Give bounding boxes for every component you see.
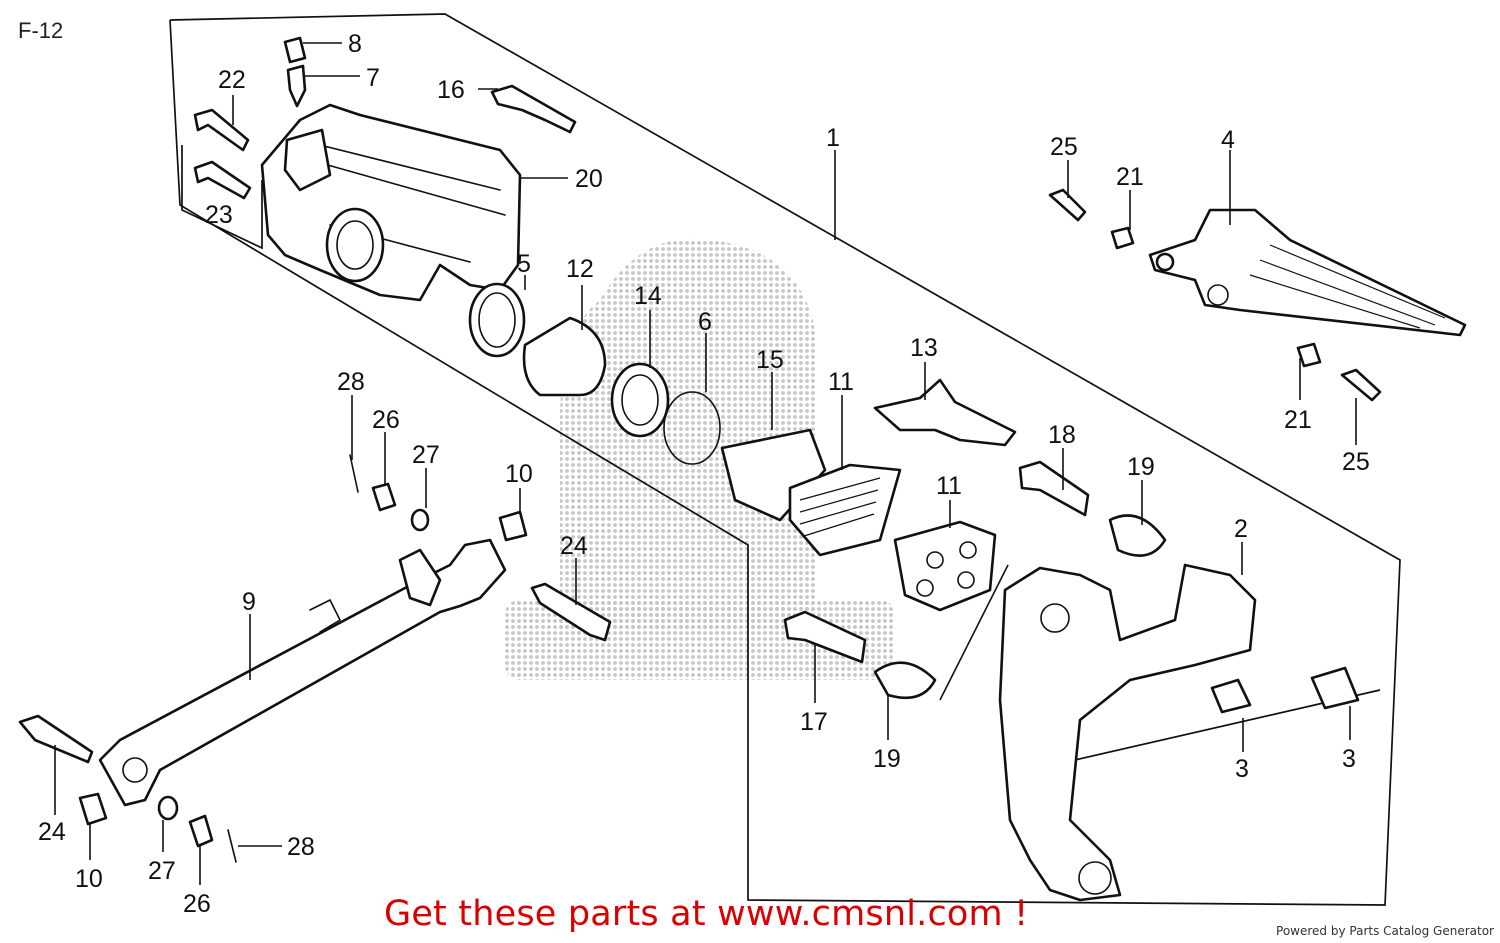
callout-label: 24 (560, 532, 588, 560)
page-title: F-12 (18, 18, 64, 43)
callout-label: 1 (826, 124, 840, 152)
bolts-part (193, 108, 252, 200)
callout-label: 9 (242, 588, 256, 616)
callout-label: 22 (218, 66, 246, 94)
leader-lines (54, 42, 1357, 885)
callout-label: 24 (38, 818, 66, 846)
callout-label: 27 (412, 441, 440, 469)
brake-pads-part (720, 378, 1017, 612)
callout-label: 19 (873, 745, 901, 773)
callout-label: 23 (205, 201, 233, 229)
callout-numbers: 8 7 22 16 20 23 1 25 21 4 5 12 14 6 15 1… (38, 30, 1370, 918)
callout-label: 25 (1342, 448, 1370, 476)
callout-label: 28 (287, 833, 315, 861)
callout-label: 25 (1050, 133, 1078, 161)
callout-label: 14 (634, 282, 662, 310)
callout-label: 5 (517, 250, 531, 278)
powered-by-footer: Powered by Parts Catalog Generator (1276, 924, 1494, 938)
callout-label: 11 (936, 472, 962, 500)
callout-label: 3 (1342, 745, 1356, 773)
slide-pins-part (783, 460, 1167, 700)
callout-label: 28 (337, 368, 365, 396)
callout-label: 26 (372, 406, 400, 434)
callout-label: 10 (75, 865, 103, 893)
callout-label: 21 (1116, 163, 1144, 191)
callout-label: 20 (575, 165, 603, 193)
callout-label: 4 (1221, 126, 1235, 154)
callout-label: 12 (566, 255, 594, 283)
callout-label: 16 (437, 76, 465, 104)
torque-link-part (98, 538, 507, 807)
callout-label: 27 (148, 857, 176, 885)
callout-label: 19 (1127, 453, 1155, 481)
callout-label: 6 (698, 308, 712, 336)
callout-label: 2 (1234, 515, 1248, 543)
heat-guard-part (1148, 208, 1467, 337)
caliper-body-part (260, 103, 522, 302)
callout-label: 15 (756, 346, 784, 374)
callout-label: 13 (910, 334, 938, 362)
caliper-bracket-part (998, 563, 1360, 902)
callout-label: 26 (183, 890, 211, 918)
torque-link-hardware-part (18, 454, 612, 863)
callout-label: 21 (1284, 406, 1312, 434)
callout-label: 10 (505, 460, 533, 488)
callout-label: 17 (800, 708, 828, 736)
callout-label: 3 (1235, 755, 1249, 783)
callout-label: 7 (366, 64, 380, 92)
callout-label: 8 (348, 30, 362, 58)
callout-label: 11 (828, 368, 854, 396)
callout-label: 18 (1048, 421, 1076, 449)
piston-seals-part (468, 282, 721, 465)
bleeder-cap-part (283, 36, 307, 108)
small-bolts-part (1048, 188, 1382, 402)
cta-link[interactable]: Get these parts at www.cmsnl.com ! (384, 894, 1029, 934)
pad-spring-part (490, 84, 577, 134)
